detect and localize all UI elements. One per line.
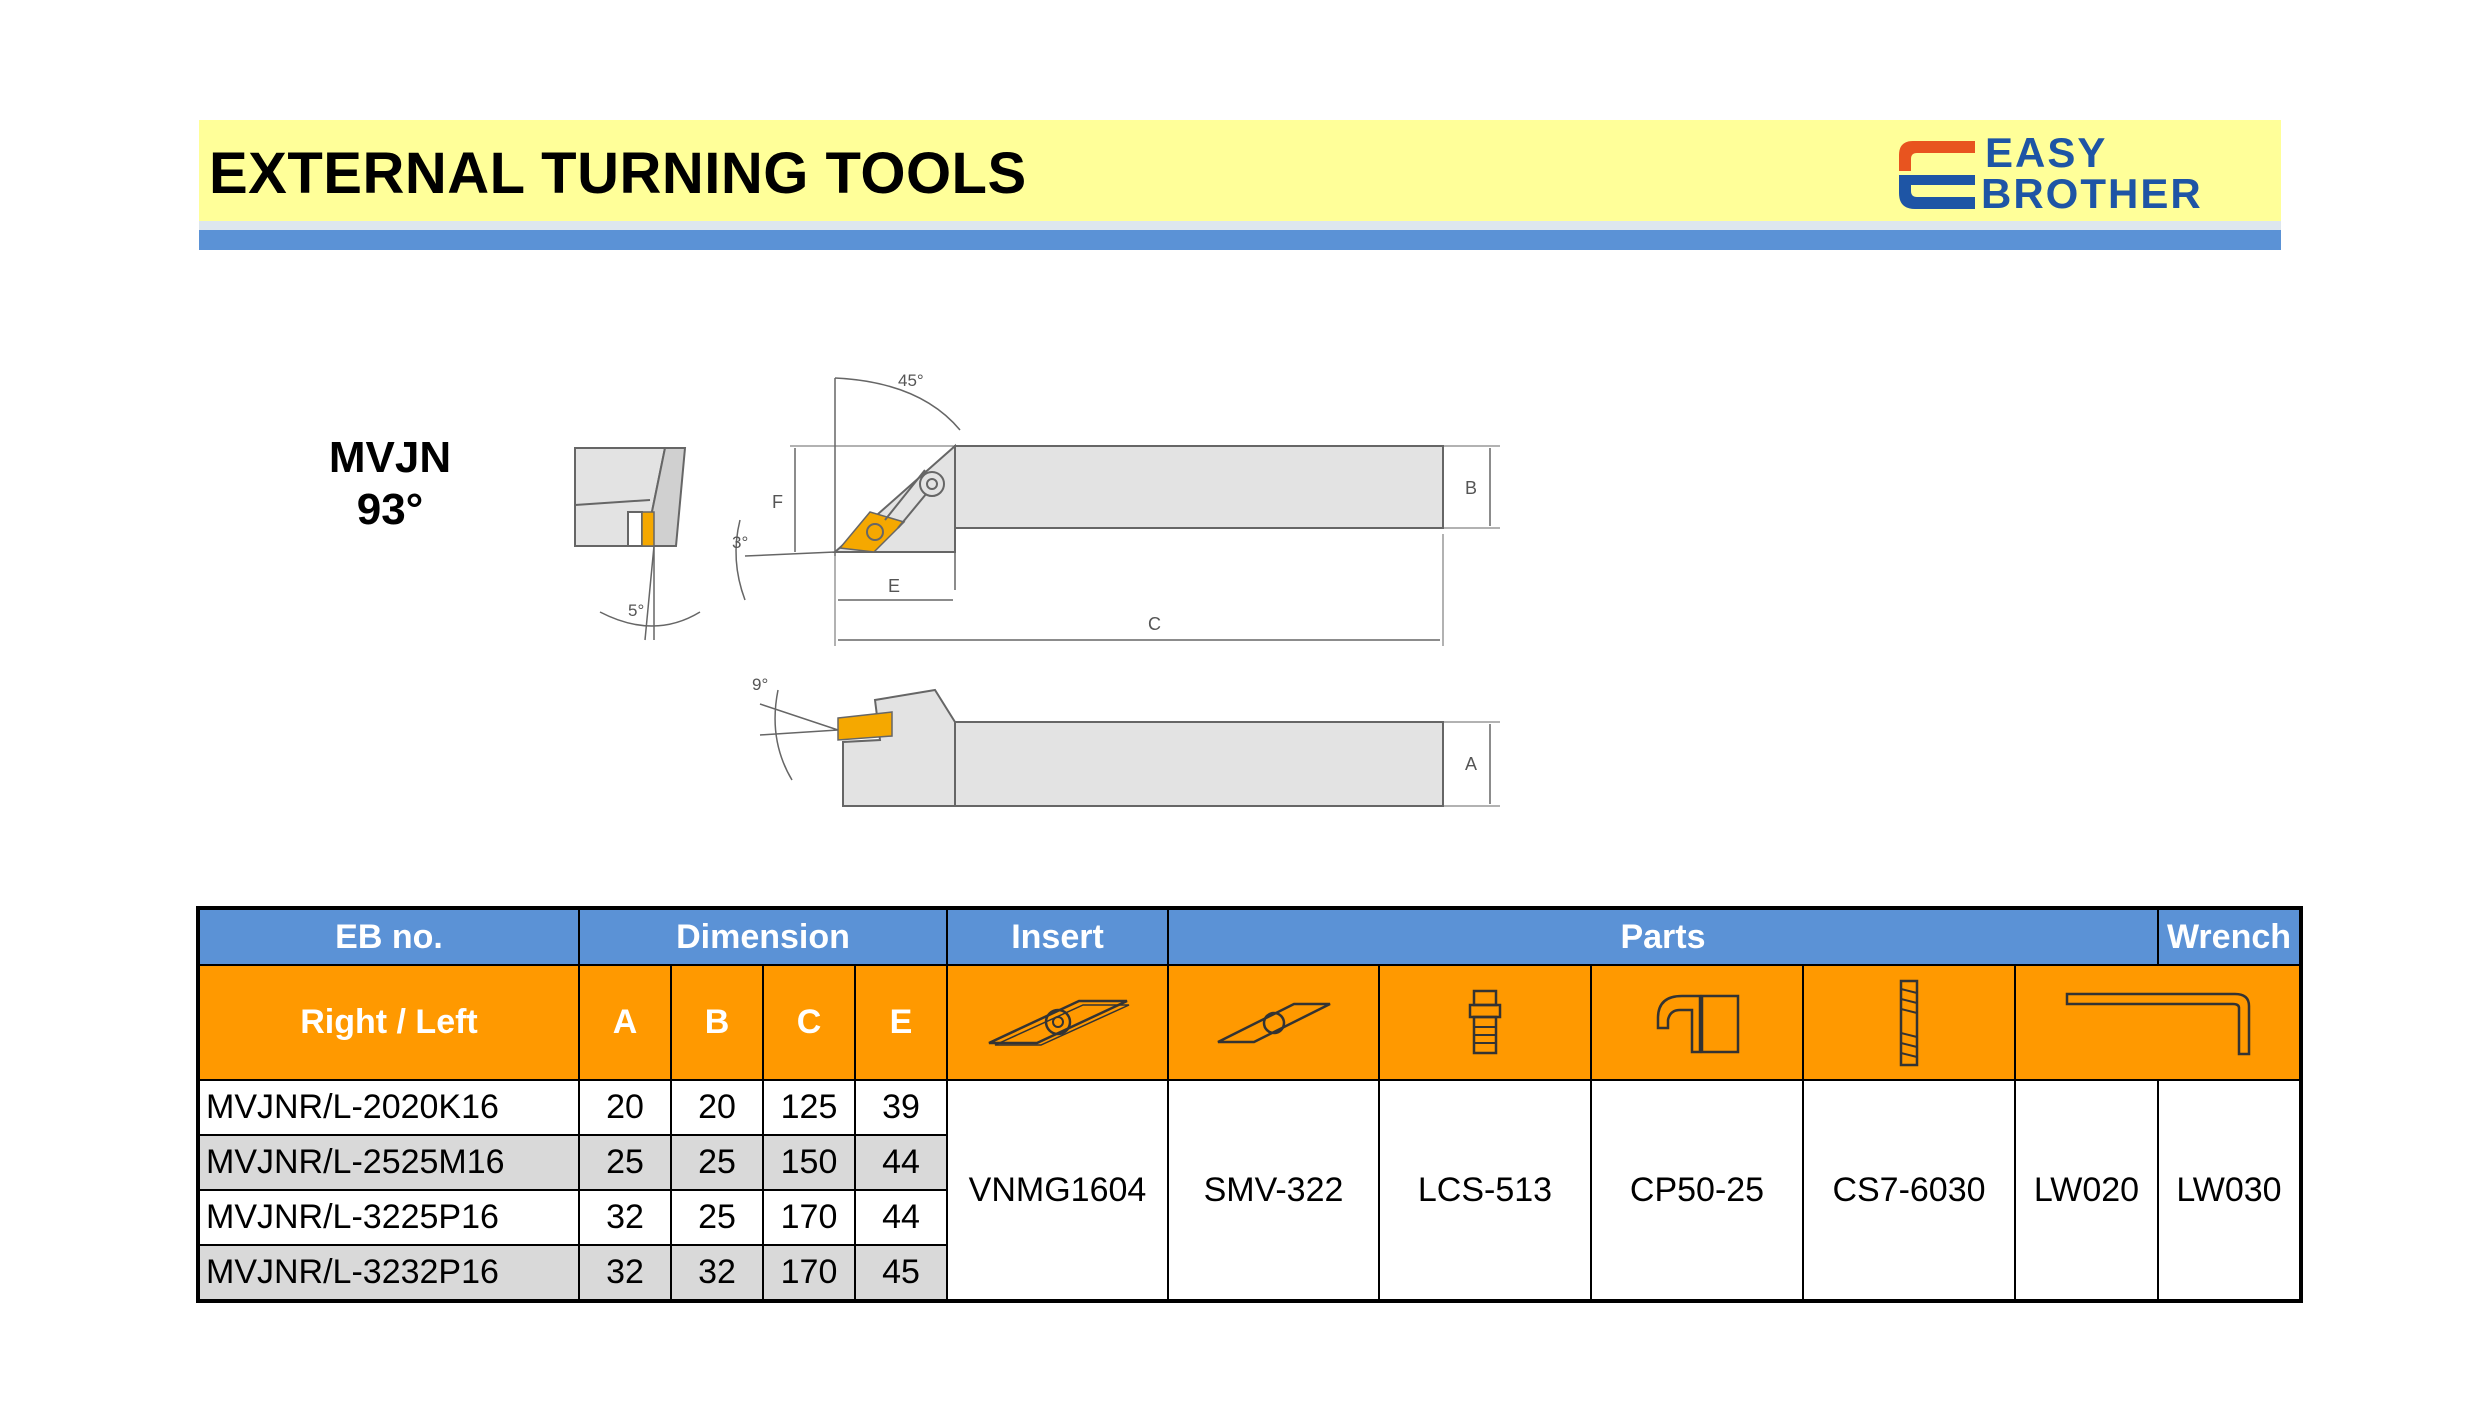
col-c: C [762,964,856,1081]
shim-value: SMV-322 [1167,1079,1380,1302]
screw-value: LCS-513 [1378,1079,1592,1302]
eb-no-cell: MVJNR/L-3225P16 [197,1189,580,1246]
insert-vnmg-icon [987,999,1129,1046]
table-row: MVJNR/L-3225P16 32 25 170 44 [197,1189,2301,1246]
dim-e-cell: 44 [854,1189,948,1246]
top-view: 45° 3° F E B C [732,371,1500,646]
wrench-2-value: LW030 [2157,1079,2302,1302]
brand-logo: EASY BROTHER [1893,129,2273,217]
dim-b-label: B [1465,478,1477,498]
dim-a-cell: 20 [578,1079,672,1136]
angle-9-label: 9° [752,675,768,694]
angle-45-label: 45° [898,371,924,390]
wrench-1-value: LW020 [2014,1079,2159,1302]
technical-drawing: 5° 45° 3° F E B C [574,371,1500,807]
dim-e-cell: 45 [854,1244,948,1302]
col-b: B [670,964,764,1081]
dim-b-cell: 20 [670,1079,764,1136]
dim-e-label: E [888,576,900,596]
page-title: EXTERNAL TURNING TOOLS [209,141,1027,206]
eb-no-cell: MVJNR/L-3232P16 [197,1244,580,1302]
eb-no-cell: MVJNR/L-2020K16 [197,1079,580,1136]
col-insert: Insert [946,907,1169,966]
brand-mark-icon [1899,141,1975,209]
table-header-row: EB no. Dimension Insert Parts Wrench [197,907,2302,966]
screw-icon-cell [1378,964,1592,1081]
dim-c-cell: 170 [762,1244,856,1302]
end-view: 5° [574,447,701,641]
col-right-left: Right / Left [197,964,580,1081]
dim-a-label: A [1465,754,1477,774]
shim-icon-cell [1167,964,1380,1081]
dim-c-cell: 150 [762,1134,856,1191]
clamp-icon-cell [1590,964,1804,1081]
dim-b-cell: 32 [670,1244,764,1302]
insert-icon-cell [946,964,1169,1081]
tool-angle: 93° [356,485,424,534]
dim-b-cell: 25 [670,1134,764,1191]
clamp-screw-icon [1468,989,1502,1054]
col-e: E [854,964,948,1081]
col-eb-no: EB no. [197,907,580,966]
header-rule-light [199,221,2281,230]
side-view: 9° A [752,675,1500,807]
dim-e-cell: 39 [854,1079,948,1136]
header-band: EXTERNAL TURNING TOOLS [199,120,2281,221]
dim-b-cell: 25 [670,1189,764,1246]
spec-table: EB no. Dimension Insert Parts Wrench Rig… [196,906,2303,1303]
double-screw-icon [1899,979,1919,1066]
wrench-icon-cell [2014,964,2302,1081]
hex-wrench-icon [2065,992,2250,1055]
tool-model-label: MVJN 93° [300,432,480,536]
table-row: MVJNR/L-2020K16 20 20 125 39 VNMG1604 SM… [197,1079,2302,1302]
table-row: MVJNR/L-2525M16 25 25 150 44 [197,1134,2301,1191]
clamp-value: CP50-25 [1590,1079,1804,1302]
dim-a-cell: 32 [578,1244,672,1302]
dim-a-cell: 32 [578,1189,672,1246]
clamp-icon [1656,994,1740,1053]
logo-text-brother: BROTHER [1981,170,2203,217]
double-screw-value: CS7-6030 [1802,1079,2016,1302]
header-rule [199,230,2281,250]
dim-c-cell: 170 [762,1189,856,1246]
double-screw-icon-cell [1802,964,2016,1081]
logo-text-easy: EASY [1985,129,2108,176]
shim-icon [1216,1002,1331,1043]
angle-3-label: 3° [732,533,748,552]
dim-f-label: F [772,492,783,512]
table-subheader-row: Right / Left A B C E [197,964,2302,1081]
dim-c-cell: 125 [762,1079,856,1136]
dim-c-label: C [1148,614,1161,634]
col-parts: Parts [1167,907,2159,966]
col-wrench: Wrench [2157,907,2302,966]
angle-5-label: 5° [628,601,644,620]
eb-no-cell: MVJNR/L-2525M16 [197,1134,580,1191]
dim-e-cell: 44 [854,1134,948,1191]
col-dimension: Dimension [578,907,948,966]
dim-a-cell: 25 [578,1134,672,1191]
insert-value: VNMG1604 [946,1079,1169,1302]
table-row: MVJNR/L-3232P16 32 32 170 45 [197,1244,2301,1302]
col-a: A [578,964,672,1081]
tool-model: MVJN [328,433,452,482]
